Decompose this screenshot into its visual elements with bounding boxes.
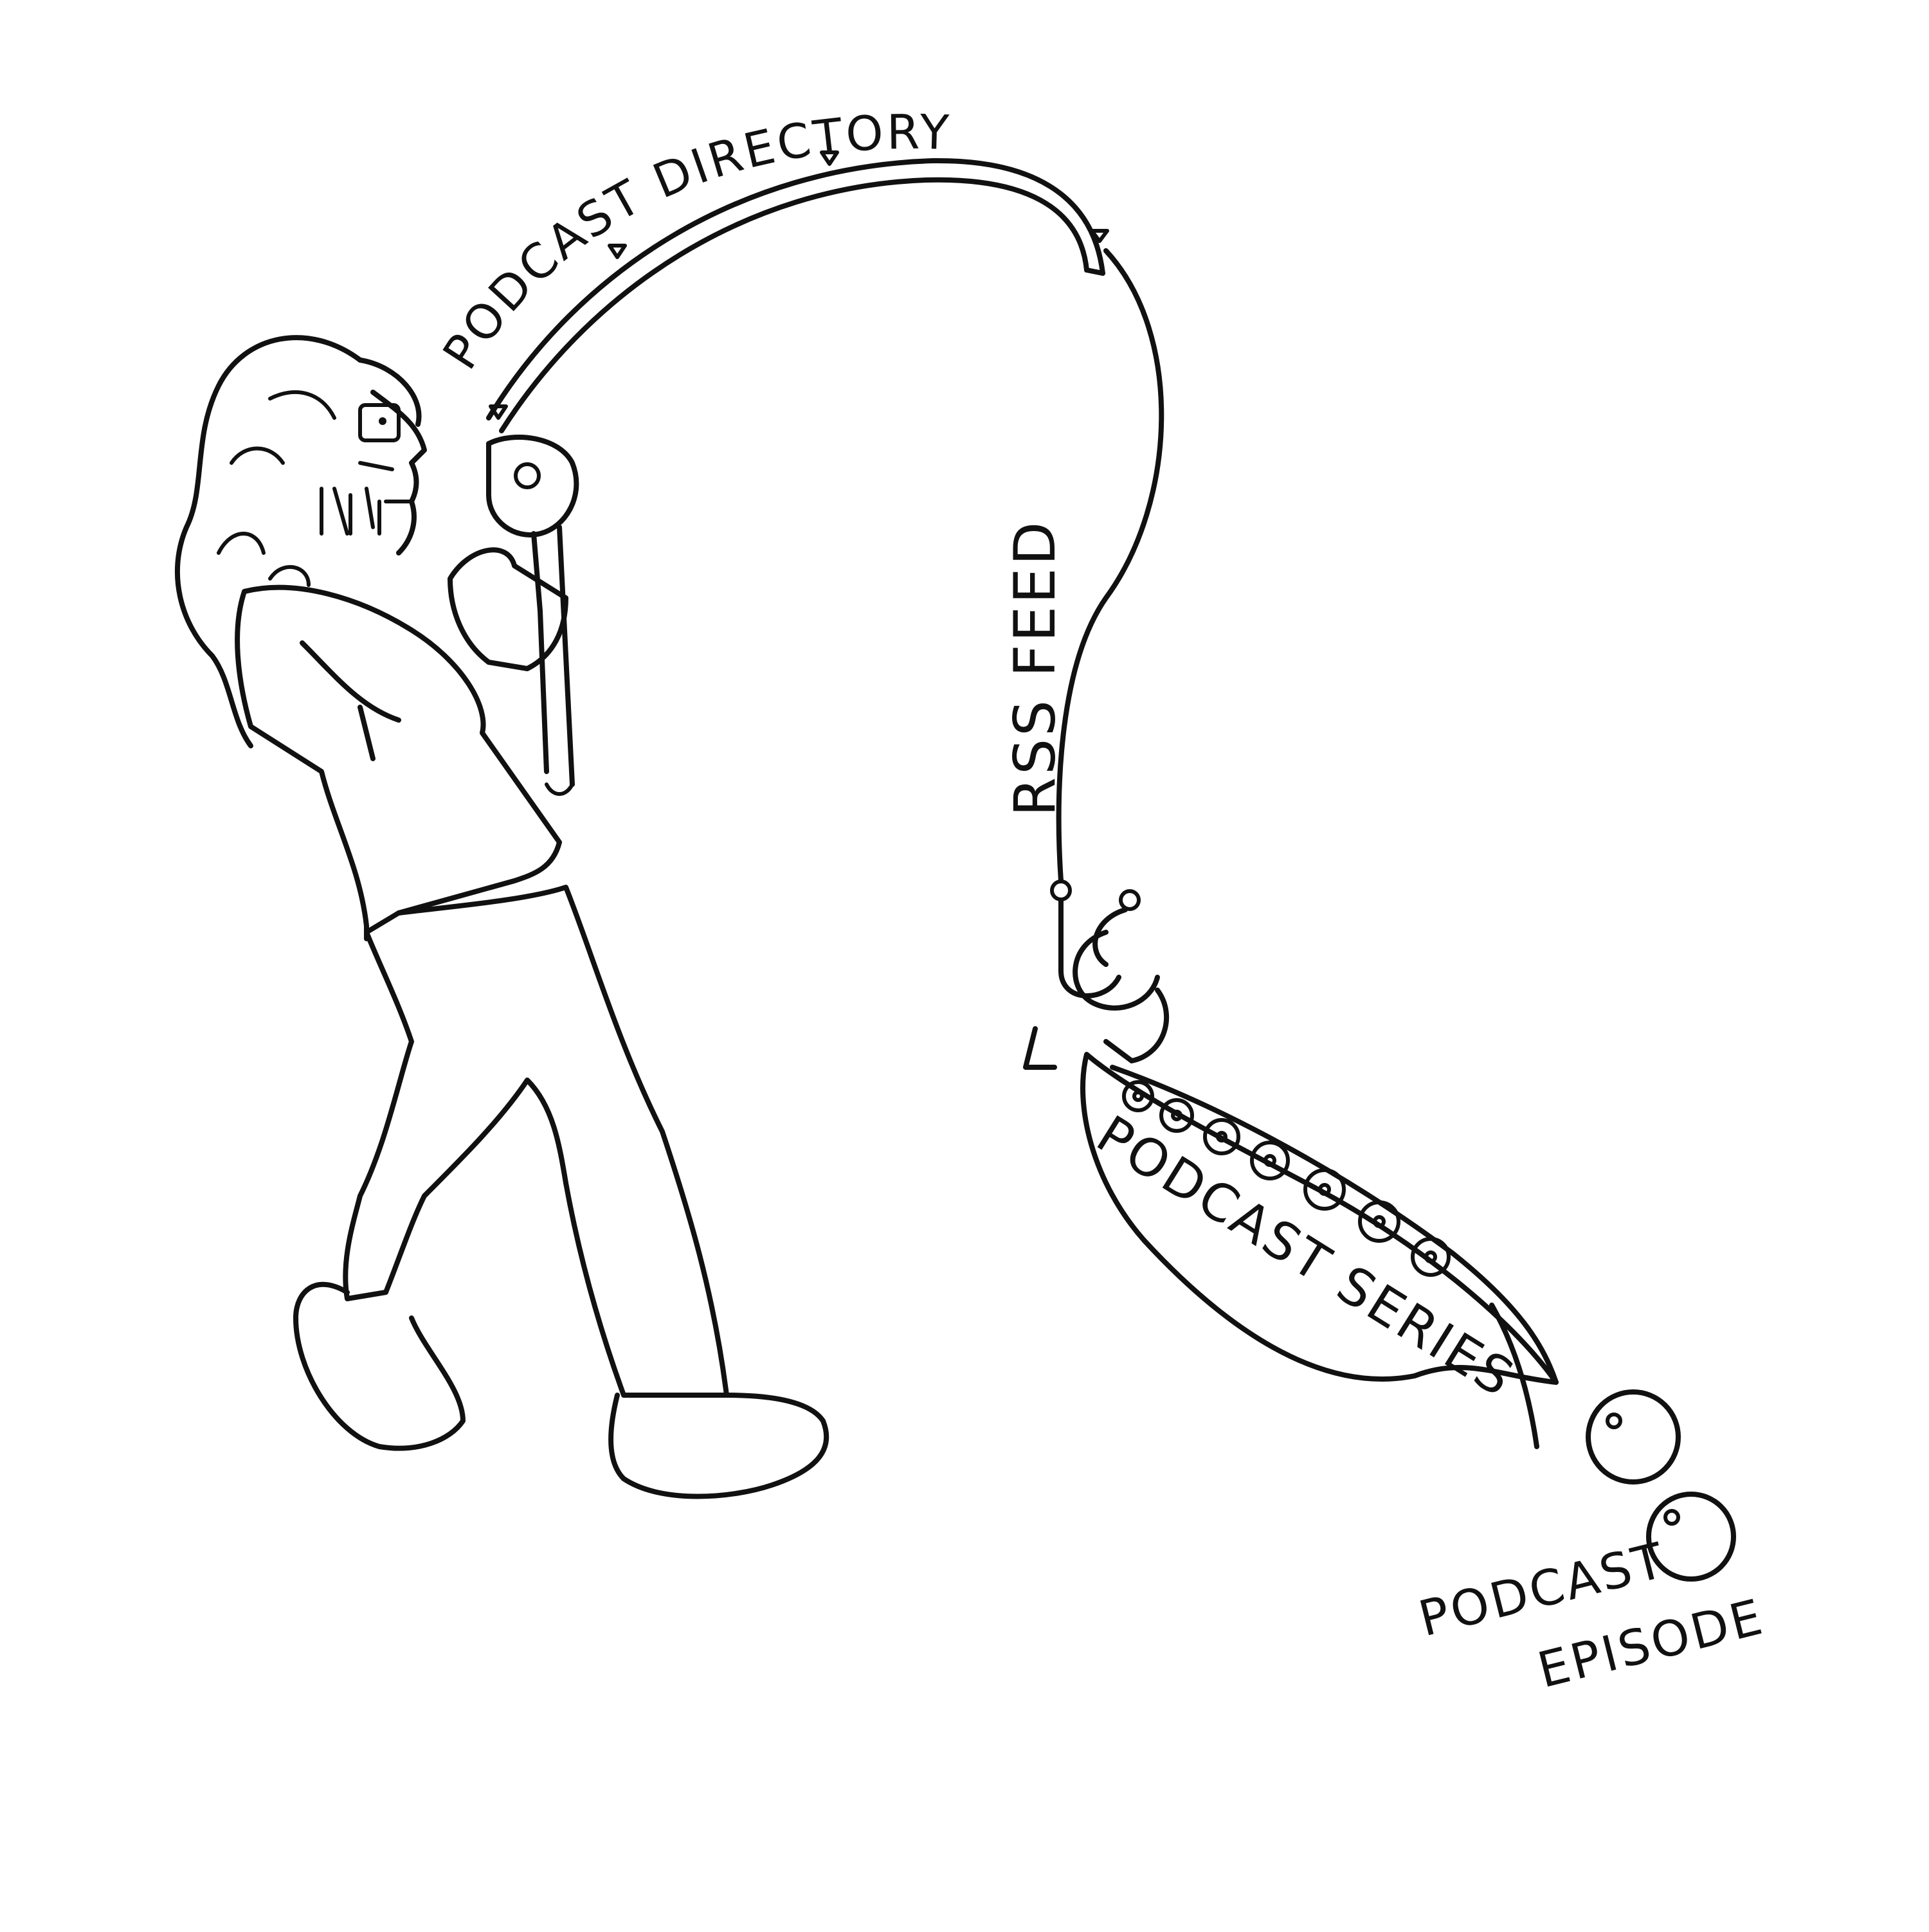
- fishing-rod: [486, 150, 1109, 433]
- pod-peas: [1122, 1080, 1451, 1277]
- rod-label: PODCAST DIRECTORY: [433, 105, 952, 379]
- pea-pod: [1080, 1052, 1559, 1449]
- fishing-line: [1056, 248, 1164, 883]
- hook-icon: [1023, 880, 1170, 1070]
- episode-peas: [1586, 1389, 1736, 1582]
- line-label: RSS FEED: [1002, 519, 1068, 817]
- fisherman-figure: [174, 335, 829, 1499]
